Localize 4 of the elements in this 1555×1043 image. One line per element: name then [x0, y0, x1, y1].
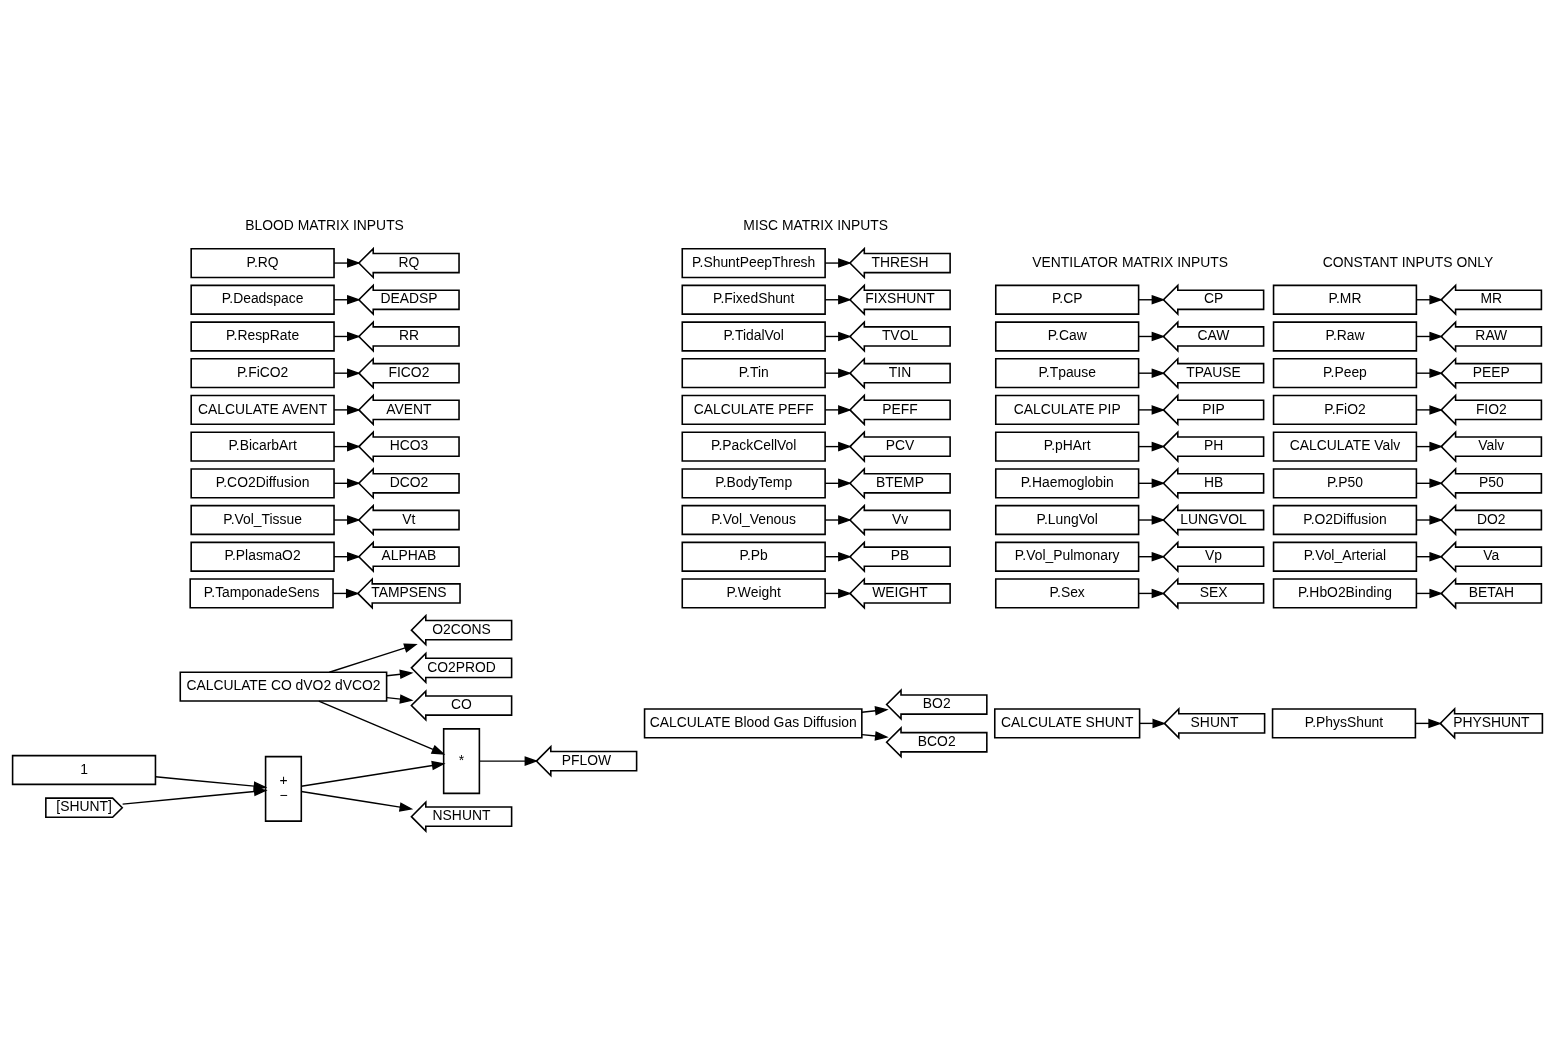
- label: VENTILATOR MATRIX INPUTS: [1032, 253, 1229, 270]
- label: MISC MATRIX INPUTS: [743, 217, 889, 234]
- label: CONSTANT INPUTS ONLY: [1322, 253, 1494, 270]
- label: BLOOD MATRIX INPUTS: [245, 217, 404, 234]
